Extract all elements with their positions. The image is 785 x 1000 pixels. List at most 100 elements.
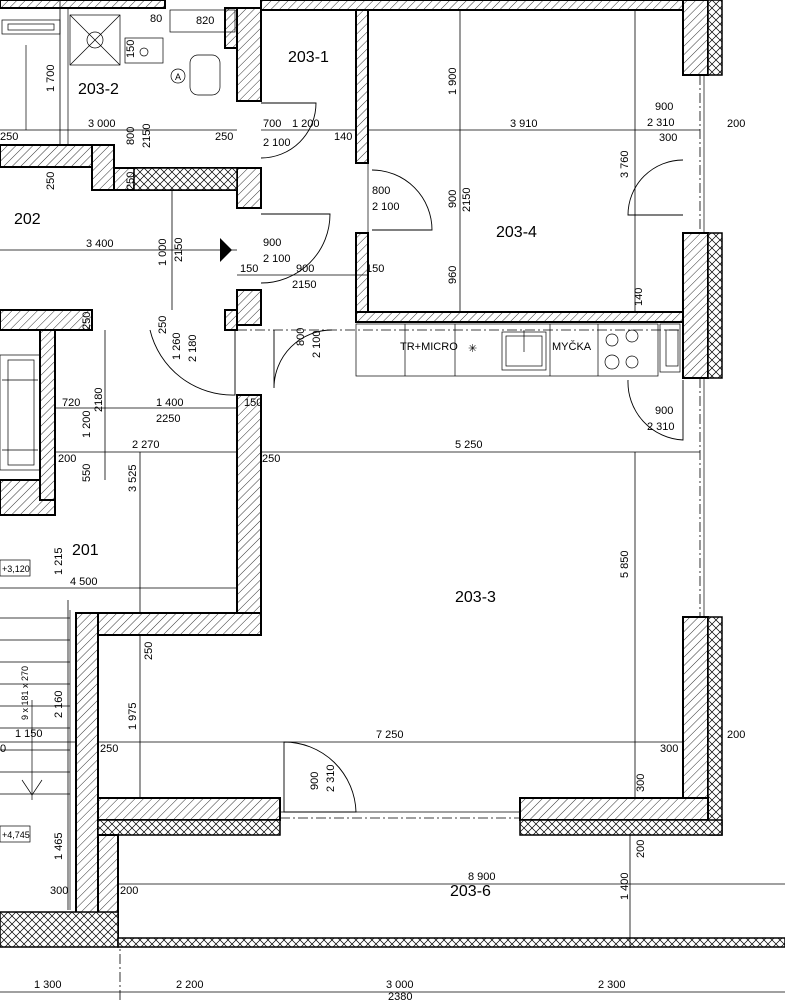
room-label-201: 201 (72, 542, 99, 559)
insulation-right-mid (707, 232, 723, 379)
dim-text: 900 (296, 263, 314, 275)
dim-text: 900 (655, 405, 673, 417)
door-203-3-right (627, 379, 684, 441)
dim-text: 2 310 (647, 421, 675, 433)
hob-ring (625, 329, 639, 343)
dim-text: 150 (244, 397, 262, 409)
wall-top-right (682, 0, 709, 76)
insulation-terrace-bottom (0, 911, 119, 948)
dim-text: 7 250 (376, 729, 404, 741)
wall-202-bottom-b (224, 309, 238, 331)
room-label-203-2: 203-2 (78, 81, 119, 98)
dim-text: 1 700 (45, 64, 57, 92)
dim-text: 200 (120, 885, 138, 897)
dim-text: 300 (659, 132, 677, 144)
wall-201-bottom (75, 612, 262, 636)
hob-ring (625, 355, 639, 369)
wall-203-3-bottom-right (519, 797, 709, 821)
room-labels: 203-2 203-1 203-4 202 201 203-3 203-6 TR… (14, 49, 592, 900)
dim-text: 2 200 (176, 979, 204, 991)
staircase (0, 354, 71, 910)
wall-202-top (0, 144, 93, 168)
dim-text: 900 (655, 101, 673, 113)
dim-text: 1 150 (15, 728, 43, 740)
wall-202-bottom (0, 309, 93, 331)
insulation-top-right (707, 0, 723, 76)
dim-text: 1 300 (34, 979, 62, 991)
room-label-203-1: 203-1 (288, 49, 329, 66)
insulation-terrace-edge (117, 937, 785, 948)
dim-text: 250 (100, 743, 118, 755)
dim-text: 200 (58, 453, 76, 465)
wall-203-2-top (0, 0, 166, 9)
wall-203-1-right (355, 7, 369, 164)
dim-text: 140 (334, 131, 352, 143)
wall-203-4-top (260, 0, 684, 11)
level-mark-1: +3,120 (2, 564, 30, 574)
dim-text: 1 260 (171, 332, 183, 360)
accessory-a (170, 68, 186, 84)
dim-text: 550 (81, 464, 93, 482)
wall-203-4-bottom (355, 311, 684, 323)
dim-text: 2 160 (53, 690, 65, 718)
star-symbol: ✳ (468, 343, 477, 355)
dim-text: 2150 (461, 188, 473, 212)
dim-text: 150 (240, 263, 258, 275)
walls (0, 0, 785, 948)
dim-text: 2 310 (325, 764, 337, 792)
wall-corridor-left-b (236, 289, 262, 326)
dim-text: 2150 (292, 279, 316, 291)
dishwasher-label: MYČKA (552, 340, 592, 353)
dim-text: 2 310 (647, 117, 675, 129)
dim-text: 1 200 (81, 410, 93, 438)
dim-text: 200 (635, 840, 647, 858)
dim-text: 700 (263, 118, 281, 130)
hob-ring (604, 354, 620, 370)
dim-text: 250 (215, 131, 233, 143)
insulation-202-top (133, 167, 238, 191)
wall-corridor-left-c (236, 394, 262, 636)
dim-text: 1 000 (157, 238, 169, 266)
hob-ring (605, 333, 619, 347)
level-markers: +3,120 +4,745 (0, 559, 31, 843)
dim-text: 2 270 (132, 439, 160, 451)
dim-text: 300 (50, 885, 68, 897)
dim-text: 250 (157, 316, 169, 334)
dim-text: 1 400 (156, 397, 184, 409)
dim-text: 5 250 (455, 439, 483, 451)
dim-text: 200 (727, 729, 745, 741)
dim-text: 800 (295, 328, 307, 346)
dim-text: 140 (633, 288, 645, 306)
door-terrace (283, 741, 357, 813)
dim-text: 2150 (173, 238, 185, 262)
dim-text: 2 100 (263, 137, 291, 149)
dim-text: 3 400 (86, 238, 114, 250)
dim-text: 2 100 (311, 330, 323, 358)
dim-text: 800 (372, 185, 390, 197)
door-201 (149, 329, 236, 396)
dim-text: 250 (81, 312, 93, 330)
dim-text: 2180 (93, 388, 105, 412)
door-wc (273, 329, 333, 389)
fridge-label: TR+MICRO (400, 341, 458, 353)
doors (149, 102, 684, 813)
washbasin (124, 37, 164, 64)
dim-text: 2150 (141, 124, 153, 148)
dim-text: 150 (125, 40, 137, 58)
window-lines (119, 75, 705, 1000)
dim-text: 250 (143, 642, 155, 660)
dim-text: 800 (125, 127, 137, 145)
dim-text: 250 (125, 172, 137, 190)
door-203-4-right (627, 159, 684, 216)
dim-text: 300 (635, 774, 647, 792)
dim-text: 3 910 (510, 118, 538, 130)
dim-text: 3 000 (386, 979, 414, 991)
accessory-a-letter: A (175, 72, 181, 82)
dim-text: 250 (45, 172, 57, 190)
wall-right-bottom (682, 616, 709, 801)
dim-text: 1 900 (447, 67, 459, 95)
dim-text: 5 850 (619, 550, 631, 578)
wall-left-201b (39, 329, 56, 501)
